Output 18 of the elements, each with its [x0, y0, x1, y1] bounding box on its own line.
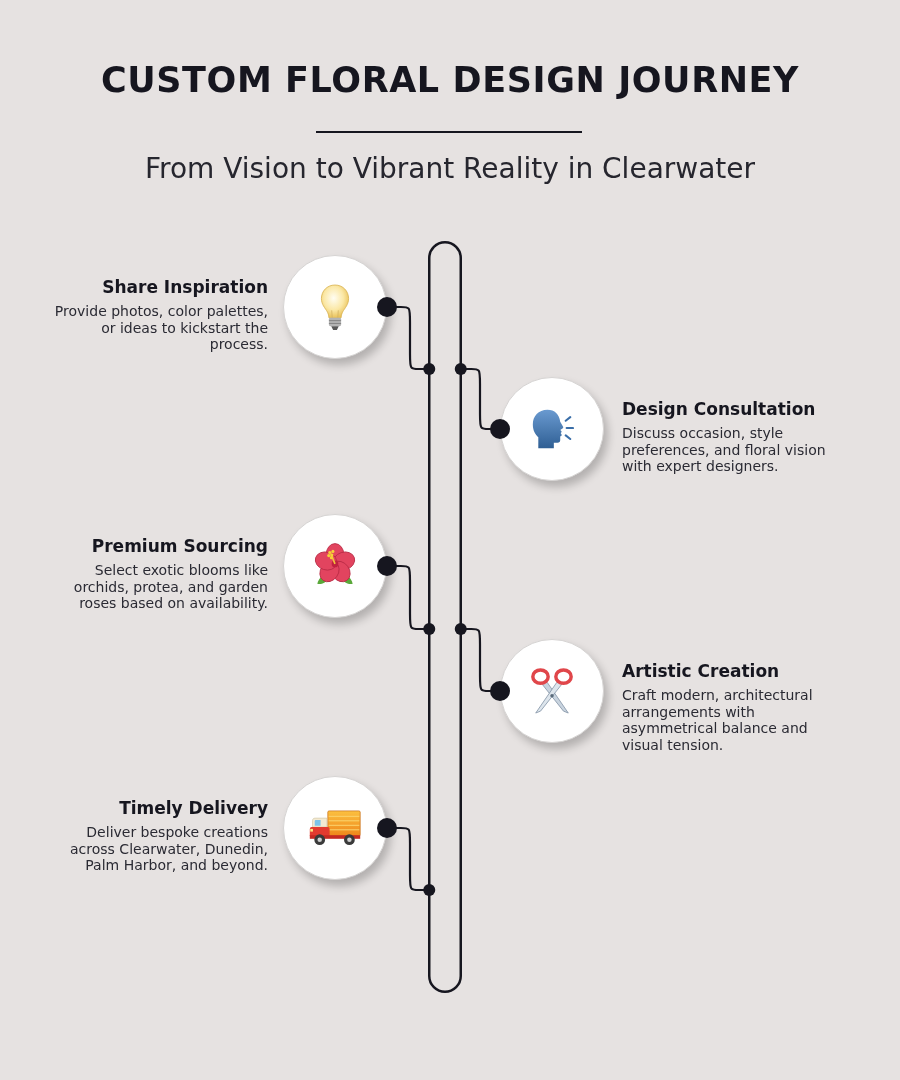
- connector-line: [377, 818, 436, 896]
- subtitle: From Vision to Vibrant Reality in Clearwater: [144, 152, 756, 185]
- connector-line: [377, 297, 436, 375]
- connector-line: [377, 556, 436, 635]
- step-description: Discuss occasion, style preferences, and floral vision with expert designers.: [622, 425, 827, 475]
- connector-line: [454, 623, 510, 701]
- step-description: Craft modern, architectural arrangements with asymmetrical balance and visual tension.: [622, 687, 814, 753]
- step-title: Premium Sourcing: [91, 536, 268, 556]
- step-title: Design Consultation: [622, 399, 816, 419]
- step-description: Select exotic blooms like orchids, protea, and garden roses based on availability.: [72, 562, 268, 612]
- step-title: Share Inspiration: [102, 277, 268, 297]
- connector-line: [454, 363, 510, 439]
- page-title: CUSTOM FLORAL DESIGN JOURNEY: [100, 60, 800, 100]
- step-title: Timely Delivery: [119, 798, 268, 818]
- timeline-track: [428, 241, 462, 993]
- step-description: Provide photos, color palettes, or ideas to kickstart the process.: [53, 303, 268, 353]
- step-title: Artistic Creation: [622, 661, 780, 681]
- step-description: Deliver bespoke creations across Clearwater, Dunedin, Palm Harbor, and beyond.: [69, 824, 268, 874]
